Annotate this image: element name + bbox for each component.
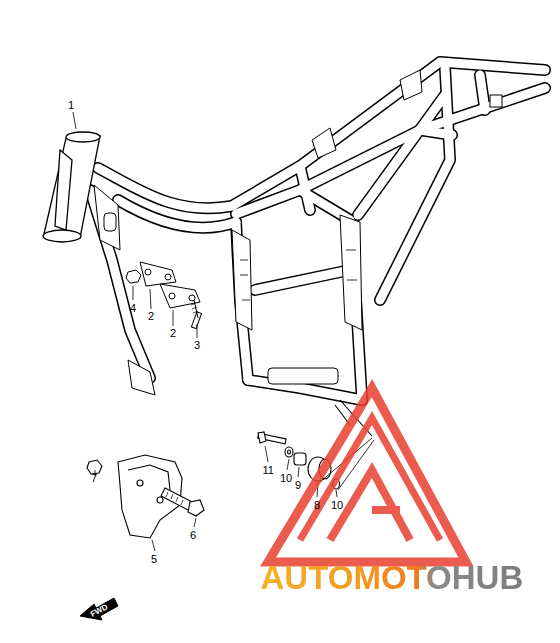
callout-number: 6	[189, 529, 197, 541]
callout-number: 4	[129, 302, 137, 314]
callout-number: 10	[330, 499, 344, 511]
callout-number: 7	[90, 472, 98, 484]
callout-number: 5	[150, 553, 158, 565]
callout-number: 3	[193, 339, 201, 351]
callout-number: 9	[294, 479, 302, 491]
callout-number: 8	[313, 499, 321, 511]
callout-number: 10	[279, 472, 293, 484]
callout-number: 2	[169, 327, 177, 339]
direction-label: FWD	[89, 602, 109, 618]
watermark-logo	[268, 388, 466, 562]
callout-number: 1	[67, 99, 75, 111]
fwd-arrow	[80, 598, 118, 620]
callout-number: 11	[262, 464, 275, 476]
watermark-text: AUTOMOTOHUB	[261, 560, 524, 596]
callout-number: 2	[147, 310, 155, 322]
